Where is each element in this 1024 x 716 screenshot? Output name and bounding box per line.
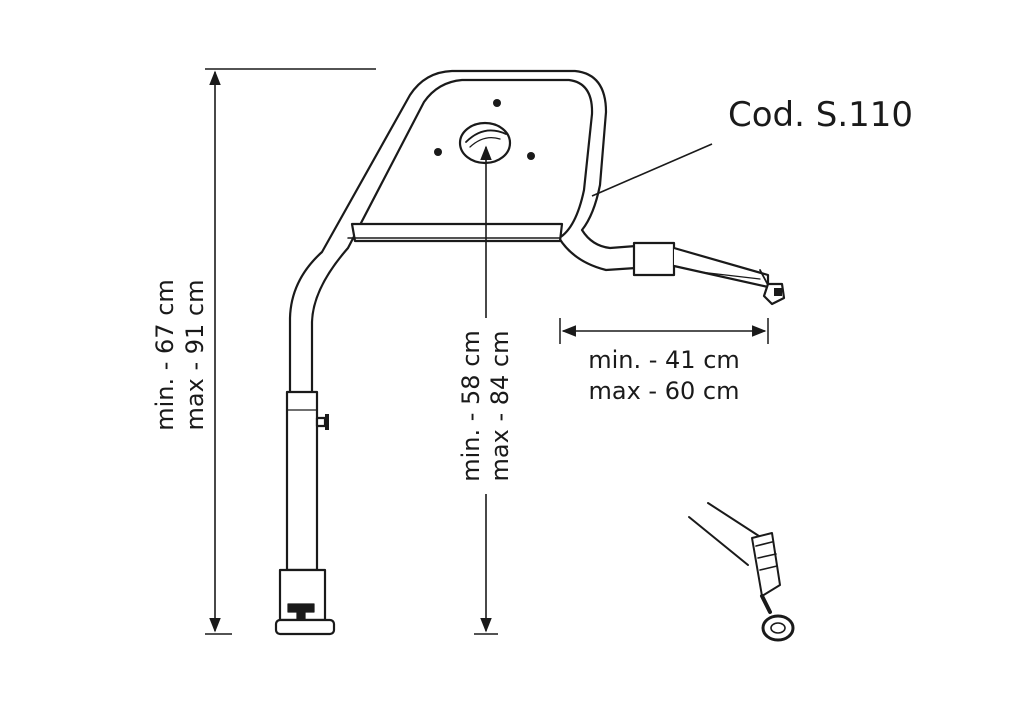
total-height-dimension: min. - 67 cm max - 91 cm [151,68,376,635]
seat-height-max-label: max - 84 cm [486,331,514,482]
arm-length-max-label: max - 60 cm [589,377,740,405]
height-lock-knob [315,416,327,428]
arm-bar [672,246,770,289]
product-code-callout: Cod. S.110 [591,95,913,197]
detail-clamp-body [751,532,781,597]
detail-rod-upper [707,502,763,539]
bolt-dot-left [434,148,442,156]
seat-plate [350,222,564,243]
base-foot [274,618,336,636]
base-screw-knob [287,603,315,621]
frame-tube-outer [288,69,638,394]
total-height-min-label: min. - 67 cm [151,279,179,431]
seat-height-dimension: min. - 58 cm max - 84 cm [457,145,516,635]
detail-screw [760,594,772,614]
telescopic-lower-tube [285,390,319,572]
stand-illustration [274,69,786,636]
bolt-dot-top [493,99,501,107]
seat-center-hole [458,121,512,165]
product-code-label: Cod. S.110 [728,95,913,135]
arm-length-min-label: min. - 41 cm [588,346,740,374]
total-height-max-label: max - 91 cm [181,280,209,431]
bolt-dot-right [527,152,535,160]
detail-rod-lower [688,516,749,566]
arm-sleeve [632,241,676,277]
arm-length-dimension: min. - 41 cm max - 60 cm [559,318,769,405]
seat-height-min-label: min. - 58 cm [457,330,485,482]
clamp-detail-illustration [688,502,795,642]
